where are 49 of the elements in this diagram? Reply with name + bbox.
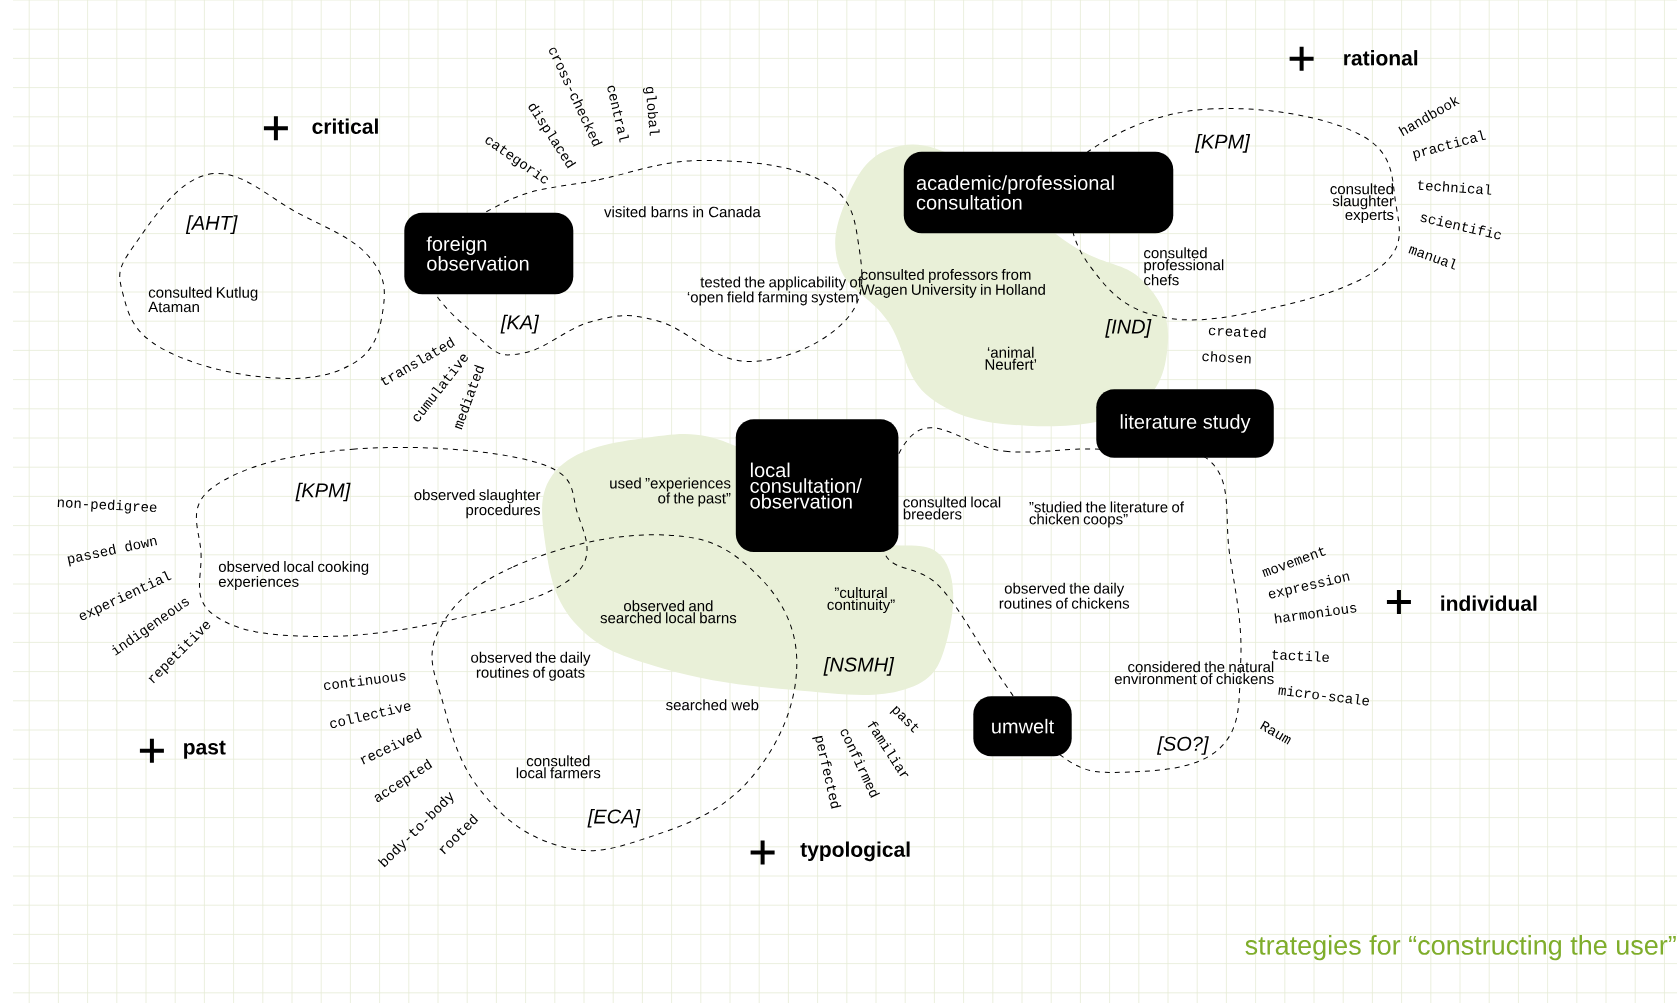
rotated-word: passed down — [67, 538, 158, 567]
axis-label: typological — [800, 841, 910, 862]
cluster-text: observed the daily routines of chickens — [999, 582, 1130, 609]
rotated-word: global — [642, 87, 660, 136]
category-box: umwelt — [973, 696, 1072, 757]
rotated-word: tactile — [1272, 649, 1329, 663]
cluster-text: consulted professional chefs — [1144, 247, 1224, 286]
caption: strategies for “constructing the user” — [1245, 935, 1676, 961]
tag-label: [AHT] — [185, 215, 238, 234]
cluster-text: observed slaughter procedures — [414, 489, 541, 519]
axis-label: individual — [1441, 595, 1537, 611]
cluster-text: observed local cooking experiences — [218, 560, 369, 590]
tag-label: [ECA] — [587, 808, 641, 828]
rotated-word: central — [607, 85, 630, 143]
cluster-text: considered the natural environment of chickens — [1114, 661, 1274, 685]
cluster-text: observed the daily routines of goats — [471, 651, 591, 681]
cluster-text: used ”experiences of the past” — [610, 477, 731, 507]
cluster-text: visited barns in Canada — [604, 206, 761, 218]
cluster-text: consulted slaughter experts — [1330, 183, 1394, 224]
cluster-text: ”cultural continuity” — [827, 587, 895, 613]
tag-label: [KPM] — [295, 482, 351, 502]
cluster-text: consulted professors from Wagen University in Holland — [860, 268, 1045, 298]
cluster-text: consulted local farmers — [516, 755, 601, 779]
tag-label: [KPM] — [1194, 134, 1251, 153]
category-box: academic/professional consultation — [903, 151, 1174, 234]
category-box: foreign observation — [404, 212, 574, 295]
tag-label: [SO?] — [1157, 736, 1209, 755]
rotated-word: created — [1208, 327, 1266, 338]
cluster-text: observed and searched local barns — [600, 600, 737, 624]
cluster-text: ”studied the literature of chicken coops” — [1029, 501, 1184, 528]
cluster-text: consulted Kutlug Ataman — [148, 286, 258, 313]
tag-label: [IND] — [1105, 319, 1152, 338]
category-box: local consultation/ observation — [735, 419, 899, 552]
axis-label: past — [184, 740, 226, 759]
cluster-text: tested the applicability of ‘open field farming system’ — [687, 276, 862, 306]
tag-label: [KA] — [500, 314, 540, 334]
rotated-word: non-pedigree — [57, 499, 157, 514]
cluster-text: ‘animal Neufert’ — [985, 346, 1037, 370]
rotated-word: technical — [1418, 180, 1492, 195]
rotated-word: harmonious — [1274, 605, 1357, 624]
category-box: literature study — [1096, 389, 1274, 458]
tag-label: [NSMH] — [823, 657, 895, 676]
axis-label: rational — [1344, 50, 1418, 66]
cluster-text: searched web — [666, 699, 759, 711]
rotated-word: chosen — [1202, 351, 1251, 364]
cluster-text: consulted local breeders — [903, 496, 1001, 520]
rotated-word: micro-scale — [1278, 685, 1369, 706]
axis-label: critical — [312, 118, 378, 134]
rotated-word: continuous — [324, 673, 406, 690]
